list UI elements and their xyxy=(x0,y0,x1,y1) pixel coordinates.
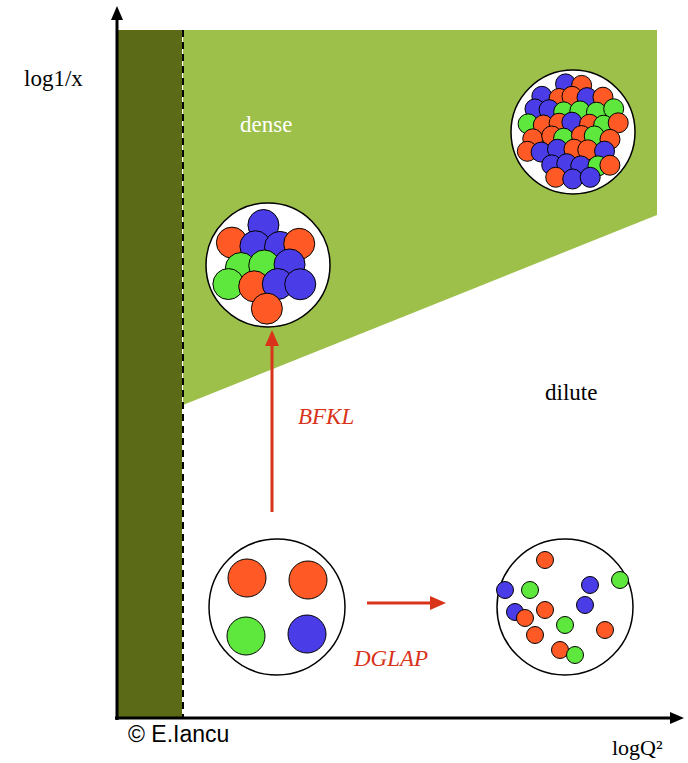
parton-dot xyxy=(527,627,544,644)
parton-dot xyxy=(537,552,554,569)
evolution-label: DGLAP xyxy=(354,646,428,671)
parton-dot xyxy=(557,617,574,634)
parton-dot xyxy=(288,615,326,653)
region-label: dilute xyxy=(545,380,597,405)
hadron-circle xyxy=(497,539,633,675)
dglap-arrow xyxy=(367,602,432,605)
parton-dot xyxy=(289,561,327,599)
parton-dot xyxy=(582,577,599,594)
parton-dot xyxy=(552,642,569,659)
parton-dot xyxy=(597,622,614,639)
axis-label: logQ² xyxy=(612,736,663,760)
dglap-arrow-head xyxy=(430,596,446,610)
y-axis xyxy=(116,14,119,720)
confinement-band xyxy=(117,30,182,718)
bfkl-arrow xyxy=(271,344,274,512)
parton-dot xyxy=(227,617,265,655)
parton-dot xyxy=(285,269,316,300)
parton-dot xyxy=(251,293,282,324)
saturation-boundary xyxy=(182,30,184,718)
bfkl-arrow-head xyxy=(265,330,279,346)
x-axis xyxy=(115,717,676,720)
parton-dot xyxy=(567,647,584,664)
hadron-circle xyxy=(209,539,345,675)
hadron-clusters xyxy=(206,70,635,675)
region-label: dense xyxy=(240,112,292,137)
hadron-circle xyxy=(511,70,635,194)
parton-dot xyxy=(577,597,594,614)
parton-dot xyxy=(563,169,583,189)
parton-dot xyxy=(600,155,620,175)
parton-dot xyxy=(522,582,539,599)
parton-dot xyxy=(612,572,629,589)
parton-dot xyxy=(580,167,600,187)
x-axis-head xyxy=(670,712,684,724)
parton-dot xyxy=(228,559,266,597)
parton-dot xyxy=(537,602,554,619)
axis-label: log1/x xyxy=(24,66,83,91)
y-axis-head xyxy=(111,6,123,20)
evolution-label: BFKL xyxy=(298,404,354,429)
hadron-circle xyxy=(206,203,330,327)
parton-dot xyxy=(497,582,514,599)
parton-dot xyxy=(517,610,534,627)
dense-region xyxy=(183,30,657,405)
copyright-note: © E.Iancu xyxy=(128,722,229,747)
